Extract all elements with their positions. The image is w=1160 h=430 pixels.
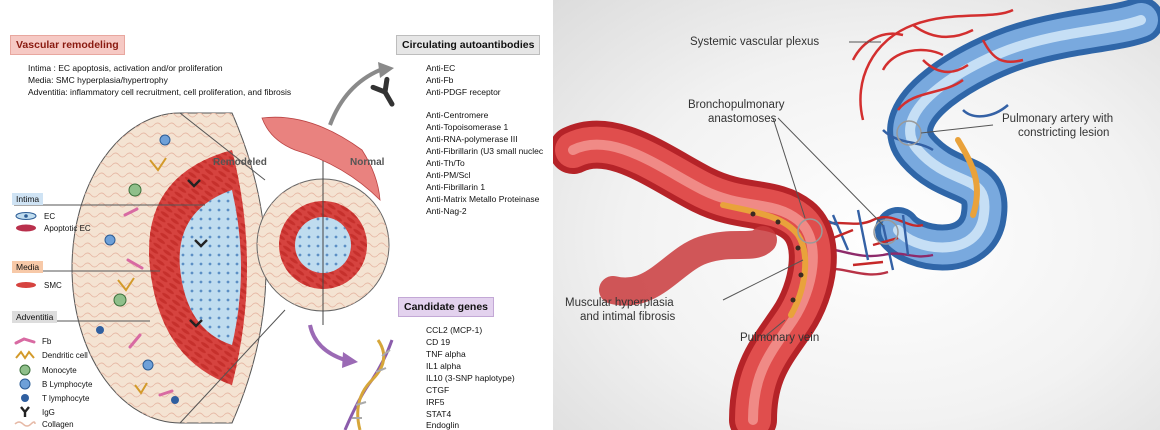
legend-ec-label: EC [44,212,55,221]
autoantibody-item: Anti-PM/Scl [426,170,470,182]
label-constricting-lesion: constricting lesion [1018,126,1109,140]
candidate-gene-item: CCL2 (MCP-1) [426,325,482,337]
autoantibody-item: Anti-Fibrillarin (U3 small nuclec [426,146,543,158]
legend-ec: EC [14,211,55,221]
remodeling-line-intima: Intima : EC apoptosis, activation and/or… [28,63,223,75]
label-pulmonary-vein: Pulmonary vein [740,331,819,345]
remodeling-line-adventitia: Adventitia: inflammatory cell recruitmen… [28,87,291,99]
legend-apoptotic-ec-label: Apoptotic EC [44,224,91,233]
left-panel: Vascular remodeling Intima : EC apoptosi… [0,0,550,430]
label-systemic-plexus: Systemic vascular plexus [690,35,819,49]
candidate-gene-item: IRF5 [426,397,444,409]
section-media-label: Media [12,261,43,273]
fb-icon [14,336,36,346]
legend-fb: Fb [14,336,51,346]
igg-icon [14,406,36,418]
autoantibody-anti-pdgf: Anti-PDGF receptor [426,87,501,99]
autoantibody-item: Anti-Nag-2 [426,206,467,218]
autoantibody-item: Anti-Topoisomerase 1 [426,122,508,134]
ec-icon [14,211,38,221]
legend-monocyte: Monocyte [14,364,77,376]
candidate-gene-item: Endoglin [426,420,459,430]
legend-t-lymphocyte: T lymphocyte [14,392,89,404]
legend-igg-label: IgG [42,408,55,417]
autoantibody-item: Anti-Th/To [426,158,465,170]
label-intimal-fibrosis: and intimal fibrosis [580,310,675,324]
label-bronchopulmonary: Bronchopulmonary [688,98,785,112]
dendritic-cell-icon [14,350,36,360]
dna-helix-icon [345,340,392,430]
candidate-gene-item: CTGF [426,385,449,397]
legend-dendritic-cell-label: Dendritic cell [42,351,88,360]
monocyte-icon [14,364,36,376]
legend-apoptotic-ec: Apoptotic EC [14,223,91,233]
label-anastomoses: anastomoses [708,112,776,126]
smc-icon [14,280,38,290]
autoantibody-item: Anti-Matrix Metallo Proteinase [426,194,539,206]
legend-igg: IgG [14,406,55,418]
collagen-icon [14,419,36,429]
autoantibody-anti-ec: Anti-EC [426,63,455,75]
candidate-gene-item: CD 19 [426,337,450,349]
candidate-genes-title: Candidate genes [398,297,494,317]
label-muscular-hyperplasia: Muscular hyperplasia [565,296,674,310]
legend-collagen: Collagen [14,419,74,429]
autoantibody-item: Anti-Fibrillarin 1 [426,182,485,194]
candidate-gene-item: IL1 alpha [426,361,461,373]
arrow-to-autoantibodies [330,70,380,125]
vascular-remodeling-title: Vascular remodeling [10,35,125,55]
t-lymphocyte-icon [14,392,36,404]
apoptotic-ec-icon [14,223,38,233]
legend-collagen-label: Collagen [42,420,74,429]
legend-dendritic-cell: Dendritic cell [14,350,88,360]
legend-b-lymphocyte: B Lymphocyte [14,378,92,390]
pulmonary-vessels-illustration [553,0,1160,430]
candidate-gene-item: STAT4 [426,409,451,421]
legend-smc: SMC [14,280,62,290]
candidate-gene-item: IL10 (3-SNP haplotype) [426,373,515,385]
legend-b-lymphocyte-label: B Lymphocyte [42,380,92,389]
legend-monocyte-label: Monocyte [42,366,77,375]
autoantibody-anti-fb: Anti-Fb [426,75,453,87]
antibody-icon [373,79,399,108]
right-panel: Systemic vascular plexus Bronchopulmonar… [553,0,1160,430]
arrow-to-candidate-genes [310,325,345,360]
candidate-gene-item: TNF alpha [426,349,466,361]
b-lymphocyte-icon [14,378,36,390]
section-intima-label: Intima [12,193,43,205]
autoantibodies-title: Circulating autoantibodies [396,35,540,55]
legend-fb-label: Fb [42,337,51,346]
normal-label: Normal [350,157,384,169]
autoantibody-item: Anti-Centromere [426,110,488,122]
remodeling-line-media: Media: SMC hyperplasia/hypertrophy [28,75,168,87]
autoantibody-item: Anti-RNA-polymerase III [426,134,518,146]
legend-t-lymphocyte-label: T lymphocyte [42,394,89,403]
section-adventitia-label: Adventitia [12,311,57,323]
remodeled-label: Remodeled [213,157,267,169]
legend-smc-label: SMC [44,281,62,290]
label-pulmonary-artery: Pulmonary artery with [1002,112,1113,126]
vein-loop [613,240,763,292]
